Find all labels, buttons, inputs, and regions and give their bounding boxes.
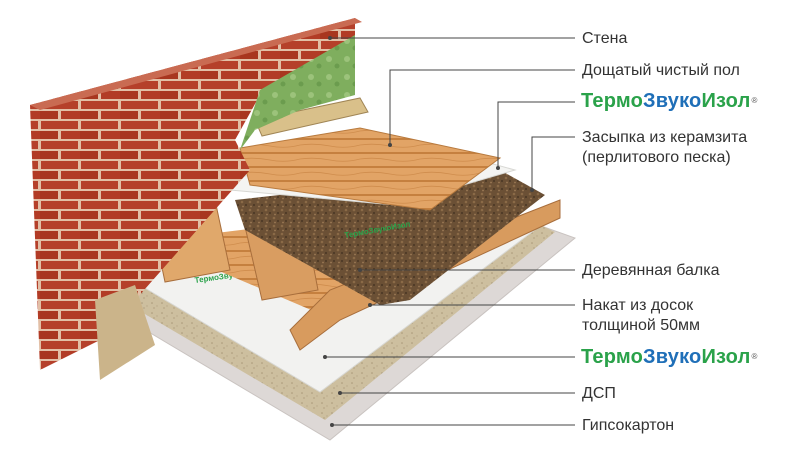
finished-plank-floor xyxy=(239,127,502,211)
brick-wall-top xyxy=(30,18,362,110)
brand-part3: Изол xyxy=(701,90,751,112)
brand-part1: Термо xyxy=(581,346,644,368)
label-floor-board: Дощатый чистый пол xyxy=(582,62,740,79)
label-beam: Деревянная балка xyxy=(582,262,720,279)
leader-lines xyxy=(325,37,575,426)
brand-reg: ® xyxy=(751,96,758,105)
label-backfill-1: Засыпка из керамзита xyxy=(582,129,748,146)
skirting-board xyxy=(254,97,369,137)
brand-part1: Термо xyxy=(581,90,644,112)
label-backfill-2: (перлитового песка) xyxy=(582,149,731,166)
brick-wall xyxy=(30,18,355,370)
clay-backfill xyxy=(235,170,545,305)
brand-part2: Звуко xyxy=(643,346,702,368)
leader-dots xyxy=(323,36,534,427)
brand-logo-lower: ТермоЗвукоИзол® xyxy=(581,346,758,368)
label-subfloor-2: толщиной 50мм xyxy=(582,317,701,334)
brand-logo-upper: ТермоЗвукоИзол® xyxy=(581,90,758,112)
brand-reg: ® xyxy=(751,352,758,361)
brand-part2: Звуко xyxy=(643,90,702,112)
brand-part3: Изол xyxy=(701,346,751,368)
leader-backfill xyxy=(531,136,575,190)
label-subfloor-1: Накат из досок xyxy=(582,297,694,314)
label-wall: Стена xyxy=(582,30,628,47)
label-chipboard: ДСП xyxy=(582,385,616,402)
label-drywall: Гипсокартон xyxy=(582,417,675,434)
leader-upper-membrane xyxy=(497,101,575,168)
plaster xyxy=(95,285,155,380)
wallpaper xyxy=(240,35,355,150)
leader-floor-board xyxy=(389,69,575,145)
